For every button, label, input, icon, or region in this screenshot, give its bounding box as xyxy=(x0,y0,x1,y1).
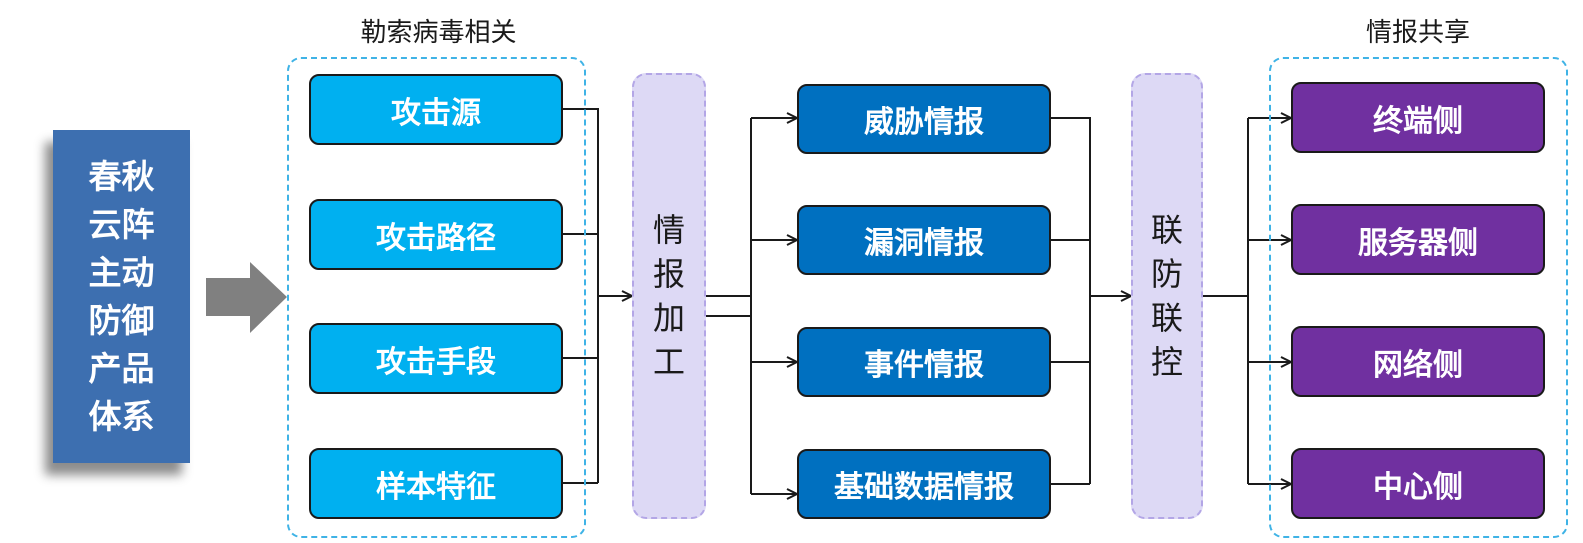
big-gray-arrow xyxy=(206,262,287,333)
intel-label: 基础数据情报 xyxy=(834,470,1014,505)
intel-label: 威胁情报 xyxy=(864,105,984,140)
source-attack-origin: 攻击源 xyxy=(309,74,563,145)
sharing-group-title: 情报共享 xyxy=(1365,18,1470,48)
source-label: 攻击手段 xyxy=(376,344,496,380)
share-terminal: 终端侧 xyxy=(1291,82,1545,153)
product-system-block: 春秋云阵主动防御产品体系 xyxy=(53,130,190,463)
connector-intel-1 xyxy=(1051,117,1091,484)
ransomware-group-frame xyxy=(287,57,586,538)
source-label: 攻击路径 xyxy=(376,220,496,256)
joint-defense-block: 联防联控 xyxy=(1131,73,1203,519)
share-center: 中心侧 xyxy=(1291,448,1545,519)
intel-threat: 威胁情报 xyxy=(797,84,1051,154)
intel-label: 事件情报 xyxy=(864,348,984,383)
product-system-label: 春秋云阵主动防御产品体系 xyxy=(88,156,155,436)
joint-defense-label: 联防联控 xyxy=(1150,211,1183,381)
share-network: 网络侧 xyxy=(1291,326,1545,397)
share-label: 终端侧 xyxy=(1373,103,1463,139)
source-label: 攻击源 xyxy=(391,95,481,131)
share-label: 服务器侧 xyxy=(1358,225,1478,261)
intel-event: 事件情报 xyxy=(797,327,1051,397)
share-label: 中心侧 xyxy=(1373,469,1463,505)
intel-base-data: 基础数据情报 xyxy=(797,449,1051,519)
intel-processing-label: 情报加工 xyxy=(652,211,685,381)
intel-vulnerability: 漏洞情报 xyxy=(797,205,1051,275)
intel-processing-block: 情报加工 xyxy=(632,73,706,519)
sharing-group-frame xyxy=(1269,57,1568,538)
source-attack-method: 攻击手段 xyxy=(309,323,563,394)
source-label: 样本特征 xyxy=(376,469,496,505)
share-server: 服务器侧 xyxy=(1291,204,1545,275)
source-attack-path: 攻击路径 xyxy=(309,199,563,270)
share-label: 网络侧 xyxy=(1373,347,1463,383)
intel-label: 漏洞情报 xyxy=(864,226,984,261)
source-sample-features: 样本特征 xyxy=(309,448,563,519)
ransomware-group-title: 勒索病毒相关 xyxy=(360,18,517,48)
